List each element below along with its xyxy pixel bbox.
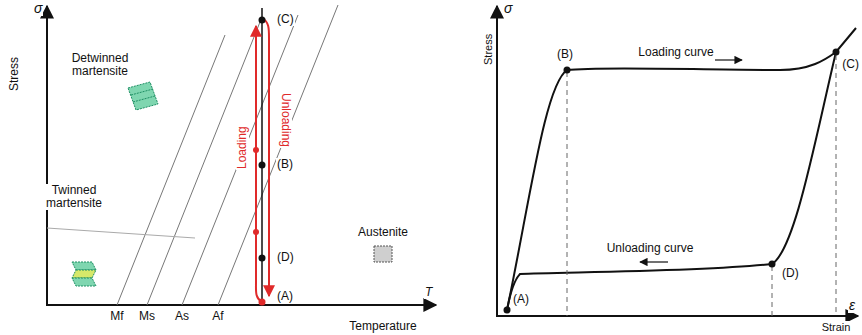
- phase-lines: [47, 5, 338, 305]
- guide-lines: [567, 55, 836, 316]
- state-label: (D): [276, 251, 295, 264]
- state-label: (C): [276, 13, 295, 26]
- curve-label: Unloading curve: [606, 242, 695, 255]
- curve-label: Loading curve: [637, 46, 714, 59]
- state-label: (C): [841, 58, 860, 71]
- austenite-lattice-icon: [374, 246, 392, 262]
- axis-title: Stress: [8, 56, 21, 92]
- axis-symbol: σ: [33, 1, 43, 16]
- axis-symbol: σ: [503, 1, 513, 16]
- state-label: (B): [276, 158, 294, 171]
- state-points: [253, 17, 266, 306]
- curve-points: [504, 49, 840, 314]
- axes: [496, 6, 858, 317]
- temperature-mark: Af: [211, 310, 224, 323]
- twinned-lattice-icon: [72, 262, 96, 286]
- loading-label: Loading: [236, 125, 249, 170]
- state-label: (A): [512, 293, 530, 306]
- detwinned-lattice-icon: [128, 82, 158, 110]
- phase-label: Austenite: [357, 226, 409, 239]
- axis-symbol: ε: [848, 298, 856, 313]
- temperature-mark: Mf: [109, 310, 124, 323]
- phase-label: Detwinned martensite: [58, 52, 142, 78]
- axis-title: Strain: [821, 321, 852, 333]
- state-label: (A): [276, 290, 294, 303]
- state-label: (D): [781, 267, 800, 280]
- unloading-label: Unloading: [279, 92, 292, 148]
- axis-title: Temperature: [348, 320, 417, 333]
- direction-arrows: [640, 60, 742, 262]
- stress-strain-curve: [507, 28, 856, 310]
- loading-arrows: [256, 18, 269, 302]
- axes: [46, 6, 436, 306]
- phase-label: Twinned martensite: [32, 184, 116, 210]
- axis-symbol: T: [424, 286, 433, 299]
- temperature-mark: Ms: [138, 310, 156, 323]
- state-label: (B): [556, 48, 574, 61]
- axis-title: Stress: [482, 33, 494, 66]
- temperature-mark: As: [174, 310, 190, 323]
